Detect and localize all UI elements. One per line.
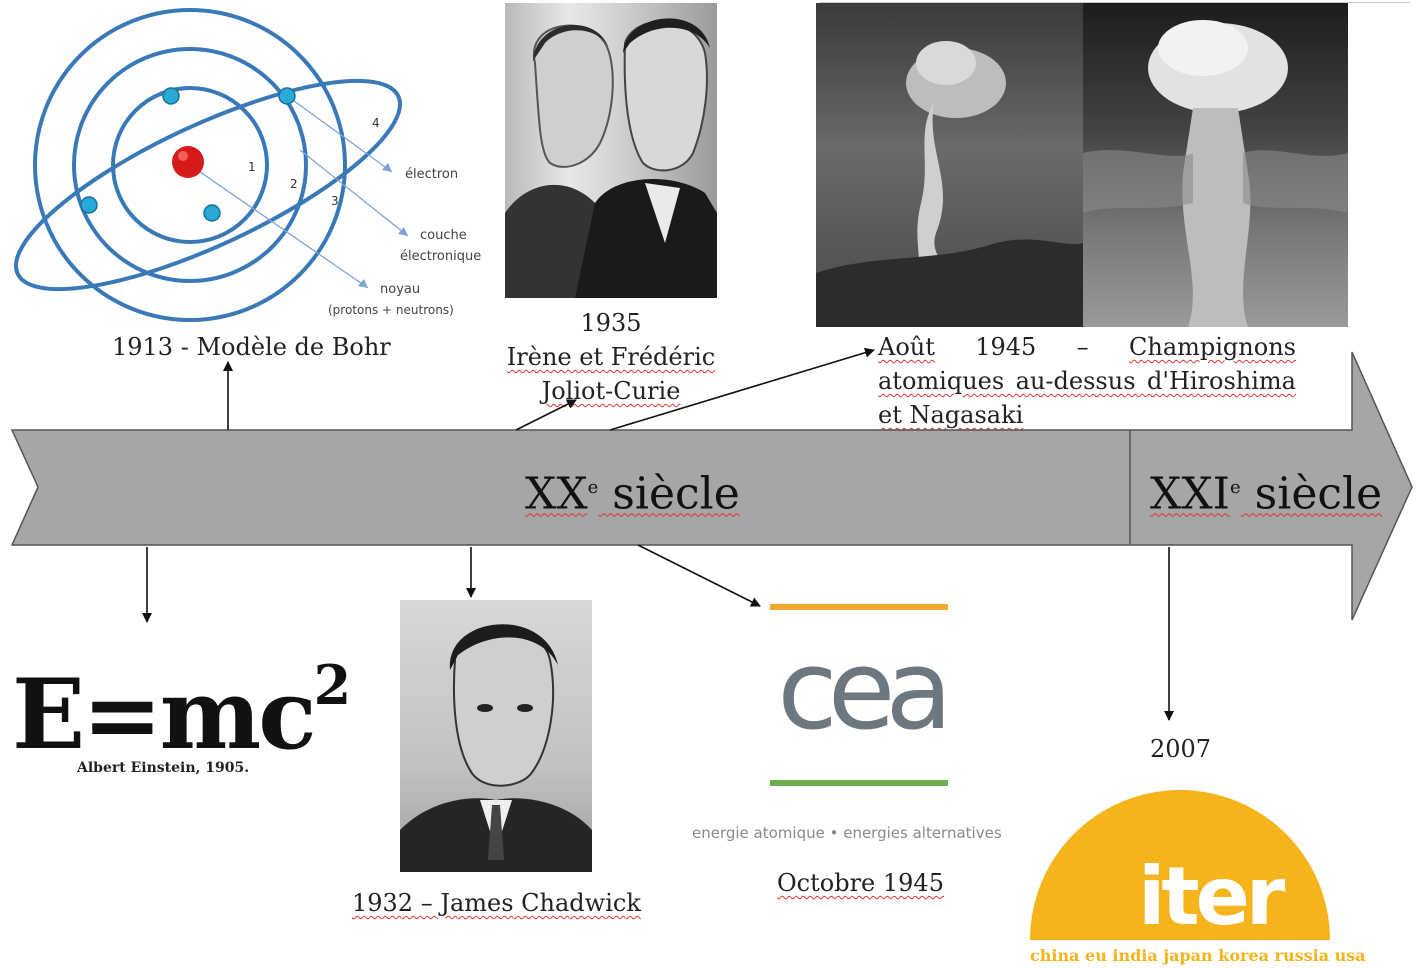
bombs-dash: – [1076,333,1089,361]
bohr-caption: 1913 - Modèle de Bohr [112,333,391,361]
iter-sun: iter [1030,790,1330,940]
joliot-caption: 1935 Irène et Frédéric Joliot-Curie [505,306,717,408]
bohr-diagram: 1 2 3 4 électron couche électronique noy… [13,8,481,322]
joliot-year: 1935 [580,309,642,337]
joliot-surname: Joliot-Curie [541,377,681,405]
hiroshima-photo [816,3,1083,327]
iter-year: 2007 [1150,735,1212,763]
nagasaki-photo [1083,3,1348,327]
cea-tagline: energie atomique • energies alternatives [692,824,1002,842]
orbit-number: 3 [331,194,339,208]
cea-logo: cea [777,626,953,754]
orbit-tilted [13,78,403,292]
cea-caption: Octobre 1945 [777,869,944,897]
orbit-inner [111,86,269,244]
bombs-line3: et Nagasaki [878,401,1024,429]
nucleus [172,146,204,178]
top-rule [820,2,1410,3]
electron [80,196,98,214]
electron [278,87,296,105]
label-couche: électronique [400,249,481,264]
electron [203,204,221,222]
joliot-curie-photo [505,3,717,298]
xx-century-label: XXe siècle [525,468,740,520]
orbit-outer [33,8,347,322]
iter-logo-text: iter [1138,850,1285,941]
label-electron: électron [405,167,458,182]
connector-cea [637,544,761,607]
xxi-century-label: XXIe siècle [1150,468,1383,520]
bombs-month: Août [878,333,935,361]
bombs-line2: atomiques au-dessus d'Hiroshima [878,367,1296,395]
bombs-year: 1945 [975,333,1037,361]
orbit-middle [72,47,308,283]
bombs-title: Champignons [1129,333,1296,361]
chadwick-photo [400,600,592,872]
chadwick-caption: 1932 – James Chadwick [352,889,641,917]
einstein-caption: Albert Einstein, 1905. [77,760,250,776]
orbit-number: 4 [372,116,380,130]
cea-green-bar [770,780,948,786]
orbit-number: 1 [248,160,256,174]
label-couche: couche [420,228,467,243]
electron [162,87,180,105]
label-noyau: noyau [380,282,420,297]
orbit-number: 2 [290,177,298,191]
einstein-formula: E=mc2 [12,653,351,771]
label-noyau: (protons + neutrons) [328,303,454,317]
joliot-names: Irène et Frédéric [506,343,716,371]
bombs-caption: Août 1945 – Champignons atomiques au-des… [878,330,1296,432]
cea-orange-bar [770,604,948,610]
iter-members: china eu india japan korea russia usa [1030,946,1366,965]
